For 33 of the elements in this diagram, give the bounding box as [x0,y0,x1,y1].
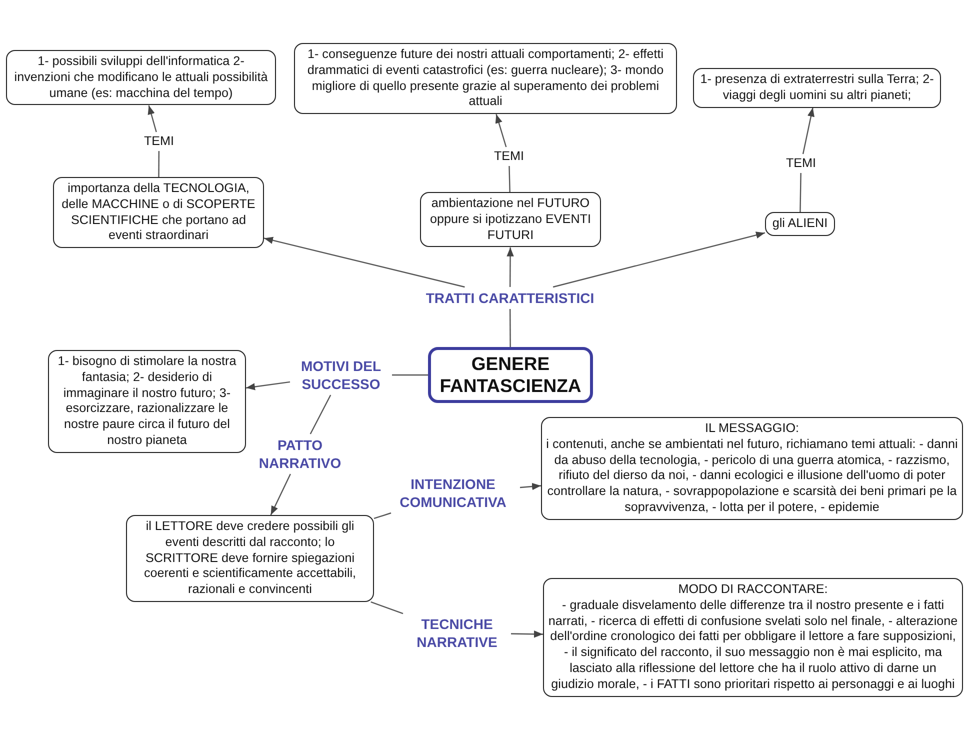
arrow [246,381,290,390]
arrow [802,107,814,154]
arrow [495,114,507,148]
concept-box: 1- presenza di extraterrestri sulla Terra; 2- viaggi degli uomini su altri pianeti; [693,68,941,108]
concept-box: 1- bisogno di stimolare la nostra fantasia; 2- desiderio di immaginare il nostro futuro; 3- esorcizzare, razionalizzare le nostre paure circa il futuro del nostro pianeta [48,350,246,453]
connector-line [310,394,332,434]
arrow [148,105,157,132]
connector-line [374,512,392,520]
box-heading: MODO DI RACCONTARE: [677,582,829,598]
concept-box: ambientazione nel FUTURO oppure si ipotizzano EVENTI FUTURI [420,192,601,248]
box-text: i contenuti, anche se ambientati nel futuro, richiamano temi attuali: - danni da abuso della tecnologia, - pericolo di una guerra atomica, - razzismo, rifiuto del dierso da noi, - danni ecologici e illusione dell'uomo di poter controllare la natura, - sovrappopolazione e scarsità dei beni primari pe la sopravvivenza, - lotta per il potere, - epidemie [546,436,958,516]
arrow [264,236,465,288]
arrow [552,232,766,288]
concept-box: gli ALIENI [765,212,835,236]
concept-box: 1- conseguenze future dei nostri attuali comportamenti; 2- effetti drammatici di eventi catastrofici (es: guerra nucleare); 3- mondo migliore di quello presente grazie al superamento dei problemi attuali [294,43,677,114]
connector-line [158,151,160,177]
concept-box: 1- possibili sviluppi dell'informatica 2- invenzioni che modificano le attuali possibilità umane (es: macchina del tempo) [6,50,276,106]
connector-line [392,374,428,376]
box-text: - graduale disvelamento delle differenze tra il nostro presente e i fatti narrati, - ricerca di effetti di confusione svelati solo nel finale, - alterazione dell'ordine cronologico dei fatti per obbligare il lettore a fare supposizioni, - il significato del racconto, il suo messaggio non è mai esplicito, ma lasciato alla riflessione del lettore che ha il ruolo attivo di darne un giudizio morale, - i FATTI sono prioritari rispetto ai personaggi e ai luoghi [548,598,958,693]
connector-line [509,309,511,347]
concept-box: il LETTORE deve credere possibili gli eventi descritti dal racconto; lo SCRITTORE deve fornire spiegazioni coerenti e scientificamente accettabili, razionali e convincenti [126,515,374,602]
concept-box [543,578,963,697]
box-heading: IL MESSAGGIO: [704,421,800,437]
connector-line [800,172,802,212]
concept-box: importanza della TECNOLOGIA, delle MACCHINE o di SCOPERTE SCIENTIFICHE che portano ad eventi straordinari [53,177,264,248]
connector-line [508,166,510,192]
concept-box [541,417,963,520]
arrow [270,474,291,516]
arrow [506,247,514,287]
arrow [520,482,542,490]
arrow [510,630,543,638]
connector-line [370,601,404,614]
central-topic-box: GENERE FANTASCIENZA [428,347,593,403]
